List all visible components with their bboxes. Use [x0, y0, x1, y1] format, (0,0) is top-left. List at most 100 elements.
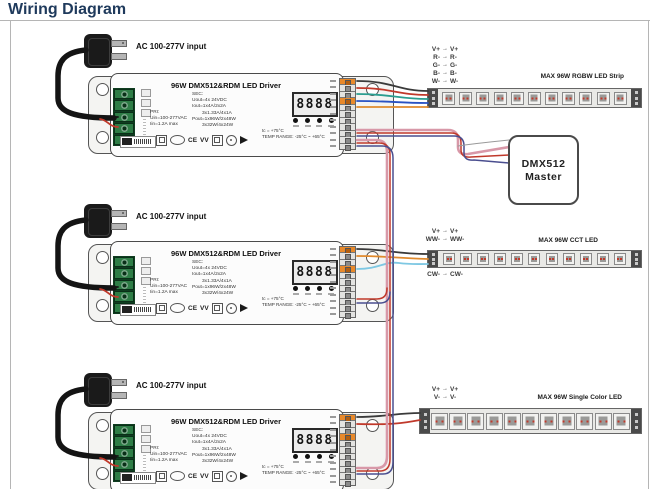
label-mark [143, 287, 146, 303]
strip-end-cap [428, 89, 438, 107]
tc-rating: tc = +75°C [262, 128, 284, 133]
terminal-label-mark [330, 272, 338, 278]
double-insulation-icon [156, 302, 167, 314]
solder-pad [423, 419, 427, 423]
led-chip-die [582, 94, 590, 102]
button-label-mark [304, 293, 311, 295]
ac-plug-icon [84, 34, 112, 68]
led-chip-die [479, 94, 487, 102]
led-chip [485, 412, 503, 430]
led-chip-die [548, 256, 555, 262]
led-chip-die [514, 256, 521, 262]
output-terminal-labels [330, 246, 338, 317]
spec-line: PRI: [150, 446, 160, 451]
solder-pad [634, 412, 638, 416]
spec-line: Pout=1x96W/2x48W [192, 452, 236, 458]
spec-line: Uin=100-277VAC [150, 452, 188, 458]
led-chip [477, 253, 490, 265]
led-chip [459, 91, 473, 105]
led-chip-die [598, 416, 608, 426]
output-terminal-pin [340, 311, 355, 320]
ac-plug-assembly-3: AC 100-277V input [56, 369, 316, 429]
strip-name-label: MAX 96W CCT LED [538, 237, 598, 244]
button-label-mark [293, 461, 299, 463]
plug-prong [111, 392, 127, 399]
spec-line: Iin=1.2A max [150, 458, 178, 464]
spec-line: Iout=1x4A/2x2A [192, 440, 227, 446]
led-chip [449, 412, 467, 430]
terminal-label-mark [330, 292, 338, 298]
led-chip-die [471, 416, 481, 426]
led-chip-die [507, 416, 517, 426]
arrow-icon: → [442, 70, 448, 76]
terminal-label-mark [330, 434, 338, 440]
led-chip [476, 91, 490, 105]
led-chip [594, 412, 612, 430]
temp-rating: tc = +75°C TEMP RANGE: -25°C ~ +65°C [262, 296, 325, 308]
tc-rating: tc = +75°C [262, 464, 284, 469]
arrow-icon: → [442, 46, 448, 52]
spec-line: 3x32W/4x24W [202, 123, 234, 129]
certification-icons: CE VV [156, 302, 248, 314]
led-chips [430, 409, 631, 433]
temp-range: TEMP RANGE: -25°C ~ +65°C [262, 302, 325, 307]
double-insulation-icon [156, 134, 167, 146]
solder-pad [634, 419, 638, 423]
display-digits: 8888 [296, 265, 334, 280]
led-chip-die [565, 256, 572, 262]
label-mark [143, 455, 146, 471]
terminal-screw [114, 89, 134, 100]
pin-connection-label: G-→G- [423, 61, 457, 69]
pin-label-from: G- [432, 61, 440, 69]
terminal-label-mark [330, 453, 338, 459]
emc-icon [170, 135, 185, 145]
arrow-icon: → [442, 386, 448, 392]
solder-pad [634, 426, 638, 430]
solder-pad [431, 252, 435, 256]
pin-connection-label: V+→V+ [423, 45, 458, 53]
plug-prong [111, 223, 127, 230]
setting-buttons [293, 118, 334, 123]
terminal-label-mark [330, 279, 338, 285]
screw-hole [366, 419, 379, 432]
arrow-icon: → [442, 62, 448, 68]
solder-pad [431, 91, 435, 95]
arrow-mark-icon [239, 472, 248, 480]
terminal-label-mark [330, 259, 338, 265]
strip-end-cap [631, 409, 641, 433]
solder-pad [634, 101, 638, 105]
terminal-screw [114, 100, 134, 111]
arrow-icon: → [442, 54, 448, 60]
pin-label-to: W- [450, 77, 459, 85]
led-chip [545, 253, 558, 265]
cert-square-icon [211, 470, 223, 482]
screw-hole [366, 299, 379, 312]
display-digits: 8888 [296, 433, 334, 448]
terminal-label-mark [330, 143, 338, 149]
temp-range: TEMP RANGE: -25°C ~ +65°C [262, 134, 325, 139]
spec-line: 3x1.33A/4x1A [202, 278, 232, 284]
spec-line: Pout=1x96W/2x48W [192, 284, 236, 290]
pin-connection-label: V+→V+ [423, 385, 458, 393]
label-mark [141, 267, 151, 275]
ac-input-label: AC 100-277V input [136, 42, 207, 51]
driver-title: 96W DMX512&RDM LED Driver [170, 81, 282, 90]
output-terminal-labels [330, 414, 338, 485]
frame-right-line [648, 20, 649, 489]
output-terminal-pin [340, 479, 355, 488]
ac-plug-assembly-1: AC 100-277V input [56, 30, 316, 90]
pin-label-from: V+ [431, 227, 440, 235]
led-chip [562, 253, 575, 265]
spec-line: Iout=1x4A/2x2A [192, 272, 227, 278]
page-title: Wiring Diagram [8, 1, 127, 18]
screw-hole [96, 131, 109, 144]
barcode-label [120, 136, 156, 148]
led-chip-die [616, 416, 626, 426]
pin-label-from: V+ [431, 385, 440, 393]
pin-connection-label: V+→V+ [423, 227, 458, 235]
terminal-label-mark [330, 466, 338, 472]
spec-line: Iin=1.2A max [150, 122, 178, 128]
pin-label-to: B- [450, 69, 457, 77]
led-chip [528, 253, 541, 265]
label-mark [141, 89, 151, 97]
